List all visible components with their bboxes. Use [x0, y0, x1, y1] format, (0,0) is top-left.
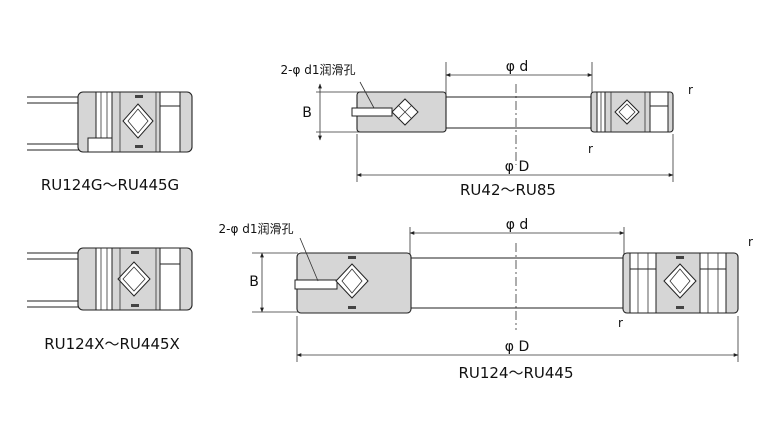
- label-ru124: RU124～RU445: [458, 364, 573, 382]
- chamfer-top-right: r: [688, 83, 693, 97]
- chamfer-top-inner: r: [588, 142, 593, 156]
- label-ru42: RU42～RU85: [460, 181, 556, 199]
- chamfer-bottom-right: r: [748, 235, 753, 249]
- dim-width-bottom: B: [249, 274, 259, 290]
- dim-inner-diameter-top: φ d: [506, 59, 529, 75]
- label-ru124g: RU124G～RU445G: [41, 176, 179, 194]
- hole-note-bottom: 2-φ d1润滑孔: [219, 222, 294, 236]
- hole-note-top: 2-φ d1润滑孔: [281, 63, 356, 77]
- diagram-ru124g: [27, 91, 193, 153]
- chamfer-bottom-inner: r: [618, 316, 623, 330]
- diagram-ru124x: [27, 247, 193, 311]
- dim-outer-diameter-top: φ D: [505, 159, 529, 175]
- diagram-ru42: [316, 62, 674, 182]
- dim-inner-diameter-bottom: φ d: [506, 217, 529, 233]
- diagram-ru124: [252, 227, 739, 362]
- label-ru124x: RU124X～RU445X: [44, 335, 180, 353]
- dim-width-top: B: [302, 105, 312, 121]
- dim-outer-diameter-bottom: φ D: [505, 339, 529, 355]
